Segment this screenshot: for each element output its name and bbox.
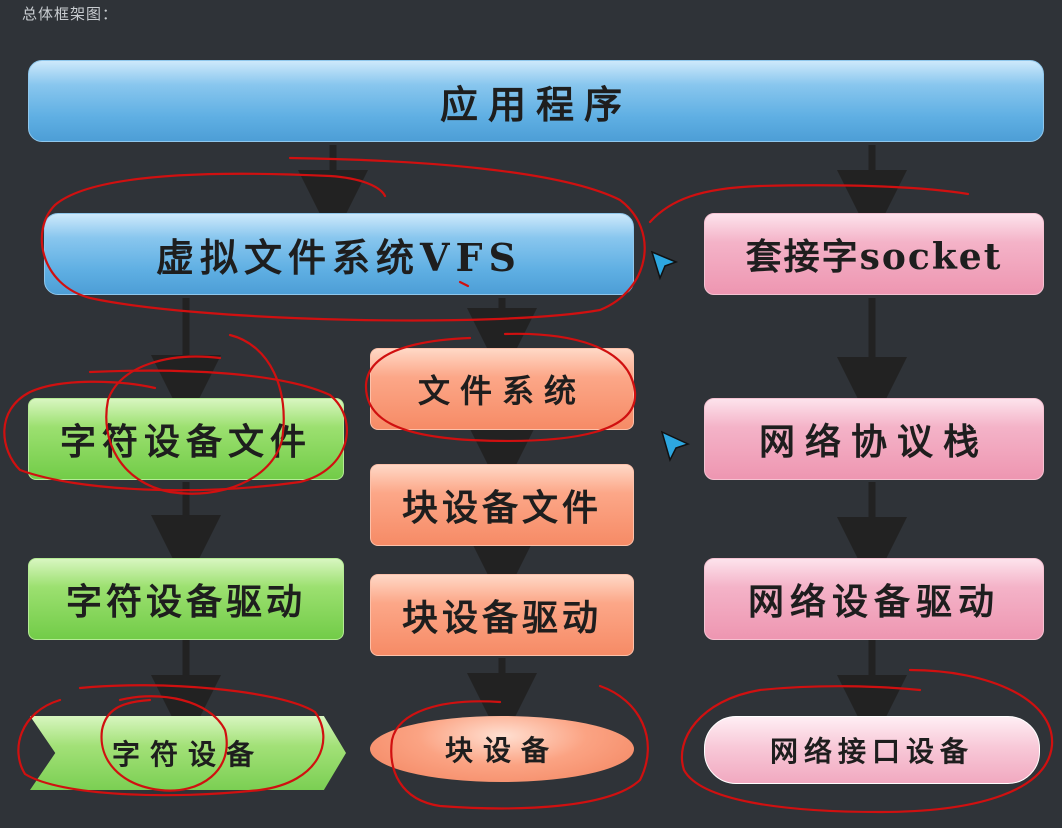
box-block-device-driver-label: 块设备驱动 bbox=[401, 597, 602, 639]
box-block-device-file: 块设备文件 bbox=[370, 464, 634, 546]
box-network-stack-label: 网络协议栈 bbox=[758, 421, 989, 463]
box-char-device-driver: 字符设备驱动 bbox=[28, 558, 344, 640]
box-char-device: 字符设备 bbox=[30, 716, 346, 790]
box-socket-label: 套接字socket bbox=[745, 236, 1003, 278]
box-char-device-file: 字符设备文件 bbox=[28, 398, 344, 480]
box-block-device-driver: 块设备驱动 bbox=[370, 574, 634, 656]
box-block-device-file-label: 块设备文件 bbox=[401, 487, 602, 529]
box-application-label: 应用程序 bbox=[439, 81, 632, 127]
box-block-device-label: 块设备 bbox=[444, 734, 559, 767]
page-caption: 总体框架图： bbox=[22, 5, 119, 23]
box-application: 应用程序 bbox=[28, 60, 1044, 142]
box-network-stack: 网络协议栈 bbox=[704, 398, 1044, 480]
box-block-device: 块设备 bbox=[370, 716, 634, 782]
box-vfs: 虚拟文件系统VFS bbox=[44, 213, 634, 295]
box-char-device-label: 字符设备 bbox=[111, 738, 264, 771]
box-filesystem-label: 文件系统 bbox=[417, 372, 586, 410]
box-socket: 套接字socket bbox=[704, 213, 1044, 295]
box-char-device-file-label: 字符设备文件 bbox=[59, 421, 312, 463]
box-char-device-driver-label: 字符设备驱动 bbox=[65, 581, 306, 623]
box-network-interface-device-label: 网络接口设备 bbox=[769, 735, 974, 768]
box-vfs-label: 虚拟文件系统VFS bbox=[156, 234, 522, 280]
box-network-device-driver: 网络设备驱动 bbox=[704, 558, 1044, 640]
box-network-interface-device: 网络接口设备 bbox=[704, 716, 1040, 784]
box-filesystem: 文件系统 bbox=[370, 348, 634, 430]
box-network-device-driver-label: 网络设备驱动 bbox=[747, 581, 1000, 623]
